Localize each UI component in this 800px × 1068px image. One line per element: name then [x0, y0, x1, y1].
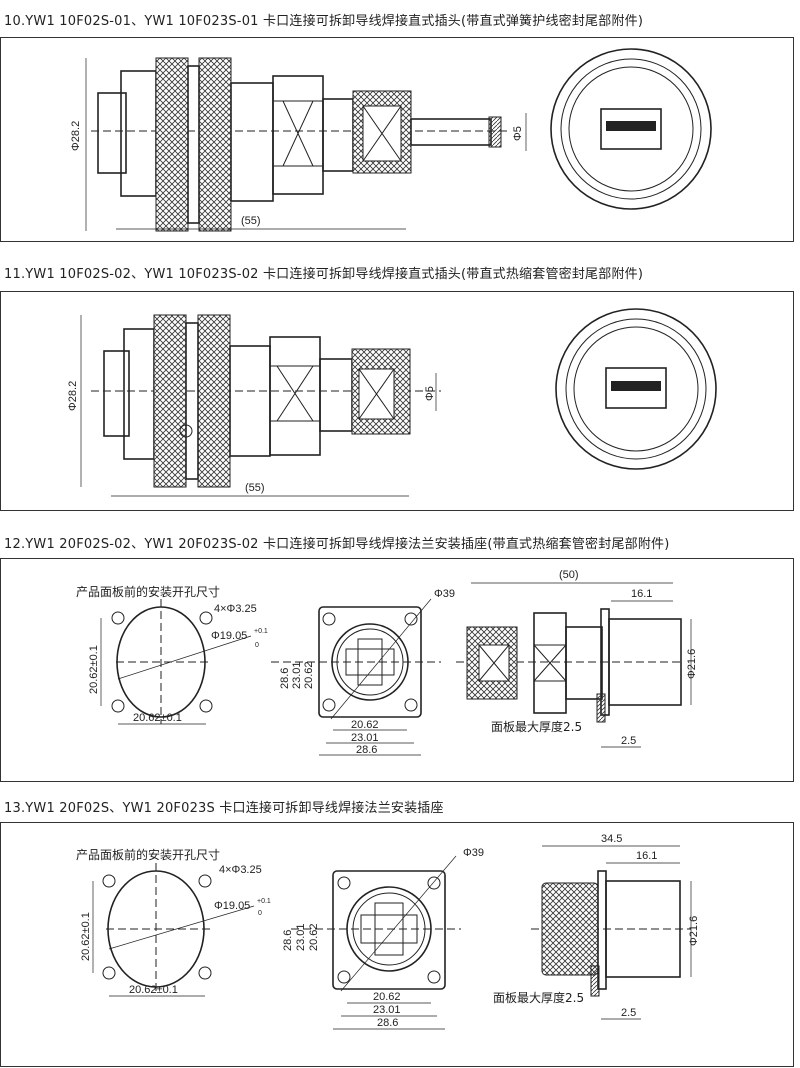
dim-body: Φ21.6: [688, 916, 700, 946]
dim-rear: 16.1: [631, 588, 652, 600]
dim-body: Φ21.6: [686, 649, 698, 679]
dim-w3: 28.6: [356, 744, 377, 756]
section-10-title: 10.YW1 10F02S-01、YW1 10F023S-01 卡口连接可拆卸导…: [4, 14, 644, 29]
receptacle-drawing-heatshrink: 产品面板前的安装开孔尺寸 4×Φ3.25 Φ19.05 +0.1 0 20.62…: [76, 569, 698, 756]
dim-flange: Φ39: [434, 588, 455, 600]
dim-spacing-v: 20.62±0.1: [88, 645, 100, 694]
dim-thick: 2.5: [621, 1007, 636, 1019]
dim-h2: 23.01: [295, 923, 307, 951]
dim-holes: 4×Φ3.25: [219, 864, 262, 876]
dim-flange: Φ39: [463, 847, 484, 859]
dim-spacing-h: 20.62±0.1: [133, 712, 182, 724]
dim-w1: 20.62: [373, 991, 401, 1003]
tol-low: 0: [258, 910, 262, 917]
dim-h1: 28.6: [279, 668, 291, 689]
tol-up: +0.1: [257, 898, 271, 905]
dim-h3: 20.62: [308, 923, 320, 951]
cutout-label: 产品面板前的安装开孔尺寸: [76, 584, 220, 599]
dim-rear: 16.1: [636, 850, 657, 862]
dim-w2: 23.01: [373, 1004, 401, 1016]
section-12-drawing: 产品面板前的安装开孔尺寸 4×Φ3.25 Φ19.05 +0.1 0 20.62…: [0, 558, 794, 782]
dim-length: (55): [245, 482, 265, 494]
dim-h1: 28.6: [282, 930, 294, 951]
section-13-drawing: 产品面板前的安装开孔尺寸 4×Φ3.25 Φ19.05 +0.1 0 20.62…: [0, 822, 794, 1067]
dim-w2: 23.01: [351, 732, 379, 744]
tol-up: +0.1: [254, 628, 268, 635]
plug-drawing-heatshrink: Φ28.2 Φ5 (55): [67, 308, 717, 497]
dim-length: (55): [241, 215, 261, 227]
section-10-drawing: Φ28.2 Φ5 (55): [0, 37, 794, 242]
dim-spacing-h: 20.62±0.1: [129, 984, 178, 996]
dim-h3: 20.62: [303, 661, 315, 689]
section-11-drawing: Φ28.2 Φ5 (55): [0, 291, 794, 511]
dim-diameter: Φ28.2: [67, 381, 79, 411]
tol-low: 0: [255, 642, 259, 649]
dim-wire: Φ5: [512, 126, 524, 141]
section-13-title: 13.YW1 20F02S、YW1 20F023S 卡口连接可拆卸导线焊接法兰安…: [4, 801, 444, 816]
dim-panel: 面板最大厚度2.5: [491, 719, 582, 734]
plug-drawing-spring: Φ28.2 Φ5 (55): [70, 48, 712, 232]
dim-bore: Φ19.05: [211, 630, 247, 642]
dim-wire: Φ5: [424, 386, 436, 401]
cutout-label: 产品面板前的安装开孔尺寸: [76, 847, 220, 862]
dim-w1: 20.62: [351, 719, 379, 731]
dim-thick: 2.5: [621, 735, 636, 747]
dim-h2: 23.01: [291, 661, 303, 689]
dim-bore: Φ19.05: [214, 900, 250, 912]
dim-w3: 28.6: [377, 1017, 398, 1029]
section-12-title: 12.YW1 20F02S-02、YW1 20F023S-02 卡口连接可拆卸导…: [4, 537, 670, 552]
dim-panel: 面板最大厚度2.5: [493, 990, 584, 1005]
section-11-title: 11.YW1 10F02S-02、YW1 10F023S-02 卡口连接可拆卸导…: [4, 267, 644, 282]
receptacle-drawing: 产品面板前的安装开孔尺寸 4×Φ3.25 Φ19.05 +0.1 0 20.62…: [76, 833, 700, 1030]
dim-diameter: Φ28.2: [70, 121, 82, 151]
dim-holes: 4×Φ3.25: [214, 603, 257, 615]
dim-length: 34.5: [601, 833, 622, 845]
dim-length: (50): [559, 569, 579, 581]
dim-spacing-v: 20.62±0.1: [80, 912, 92, 961]
